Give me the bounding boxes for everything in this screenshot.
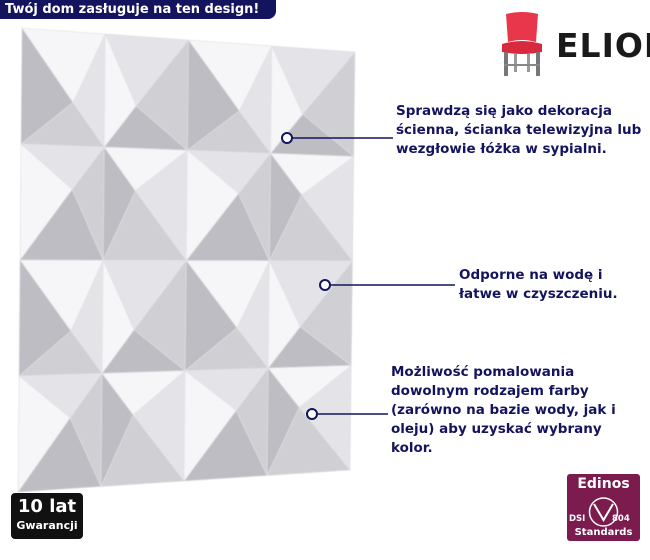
panel-facet bbox=[101, 260, 135, 375]
callout-water-resistant: Odporne na wodę i łatwe w czyszczeniu. bbox=[459, 267, 618, 302]
callout-decoration: Sprawdzą się jako dekoracja ścienna, ści… bbox=[396, 103, 642, 157]
panel-facet bbox=[100, 372, 134, 487]
certificate-badge: Edinos DSI 804 Standards bbox=[567, 474, 640, 541]
certificate-standards: Standards bbox=[574, 527, 633, 538]
certificate-code-left: DSI bbox=[569, 514, 586, 524]
callout-paintable: Możliwość pomalowania dowolnym rodzajem … bbox=[391, 364, 616, 456]
callout-leaders bbox=[281, 132, 455, 420]
brand-name: ELIOR bbox=[556, 26, 650, 65]
callout-marker-3 bbox=[306, 408, 318, 420]
panel-facet bbox=[185, 149, 239, 262]
panel-facet bbox=[20, 27, 74, 145]
panel-facet bbox=[102, 146, 136, 261]
panel-facet bbox=[17, 375, 71, 493]
panel-facet bbox=[187, 39, 240, 151]
callout-marker-1 bbox=[281, 132, 293, 144]
panel-facet bbox=[267, 260, 301, 370]
panel-facet bbox=[103, 33, 137, 149]
callout-marker-2 bbox=[319, 279, 331, 291]
warranty-badge: 10 lat Gwarancji bbox=[11, 493, 83, 539]
panel-facet bbox=[19, 143, 73, 261]
panel-facet bbox=[183, 370, 237, 482]
panel-facet bbox=[184, 259, 238, 372]
panel-facet bbox=[266, 367, 300, 476]
promo-banner: Twój dom zasługuje na ten design! bbox=[0, 0, 276, 19]
warranty-years: 10 lat bbox=[17, 496, 77, 517]
chair-icon bbox=[502, 12, 542, 76]
brand-logo: ELIOR bbox=[492, 12, 650, 78]
panel-facet bbox=[18, 259, 72, 377]
warranty-label: Gwarancji bbox=[16, 519, 78, 532]
certificate-code-right: 804 bbox=[612, 514, 630, 524]
panel-facet bbox=[269, 152, 303, 261]
certificate-name: Edinos bbox=[577, 476, 630, 492]
certificate-emblem-icon bbox=[588, 497, 619, 527]
